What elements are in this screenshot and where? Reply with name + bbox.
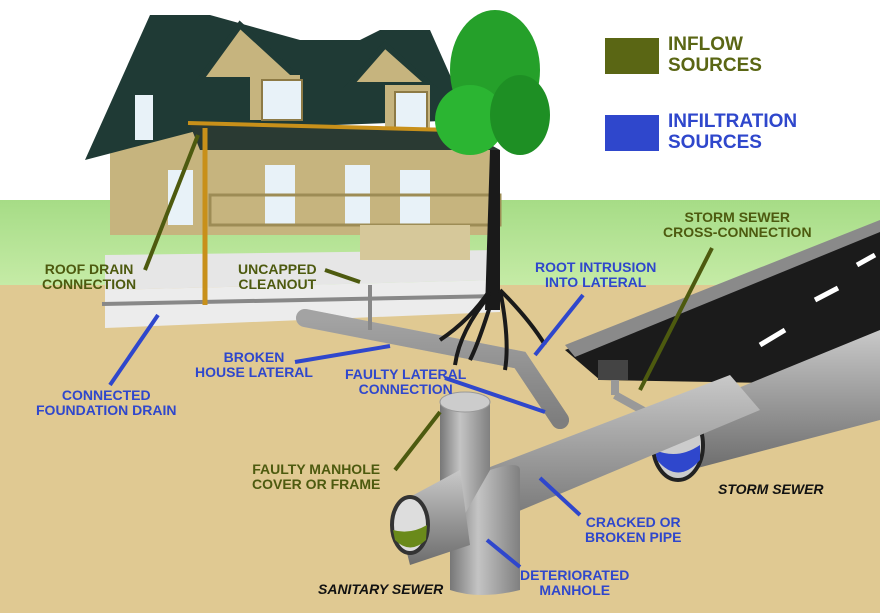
label-line: HOUSE LATERAL — [195, 364, 313, 380]
legend-line: SOURCES — [668, 55, 762, 76]
label-line: ROOF DRAIN — [44, 261, 134, 277]
road — [565, 220, 880, 385]
label-line: FAULTY LATERAL — [345, 366, 467, 382]
label-line: BROKEN — [223, 349, 285, 365]
label-line: FAULTY MANHOLE — [252, 461, 381, 477]
house — [85, 15, 502, 305]
label-line: CROSS-CONNECTION — [663, 224, 812, 240]
label-storm-sewer: STORM SEWER — [718, 481, 824, 497]
label-line: UNCAPPED — [238, 261, 317, 277]
tree — [435, 10, 550, 371]
foundation-drain-pipe — [101, 294, 501, 306]
label-line: MANHOLE — [539, 582, 611, 598]
label-line: BROKEN PIPE — [585, 529, 682, 545]
inflow-legend-label: INFLOW SOURCES — [668, 34, 762, 76]
label-line: ROOT INTRUSION — [535, 259, 657, 275]
label-line: CLEANOUT — [238, 276, 317, 292]
label-sanitary-sewer: SANITARY SEWER — [318, 581, 444, 597]
label-line: INTO LATERAL — [544, 274, 647, 290]
legend-line: SOURCES — [668, 132, 762, 153]
infiltration-legend-label: INFILTRATION SOURCES — [668, 111, 797, 153]
annotation-arrows — [108, 134, 714, 569]
storm-sewer-pipe — [660, 330, 880, 470]
label-line: STORM SEWER — [684, 209, 791, 225]
legend-line: INFILTRATION — [668, 111, 798, 132]
label-line: COVER OR FRAME — [252, 476, 381, 492]
legend-line: INFLOW — [668, 34, 743, 55]
label-line: FOUNDATION DRAIN — [36, 402, 177, 418]
infiltration-legend-swatch — [605, 115, 659, 151]
label-line: CONNECTION — [42, 276, 137, 292]
label-line: DETERIORATED — [520, 567, 630, 583]
label-line: CONNECTION — [358, 381, 453, 397]
label-line: CRACKED OR — [585, 514, 681, 530]
inflow-legend-swatch — [605, 38, 659, 74]
label-line: CONNECTED — [61, 387, 151, 403]
